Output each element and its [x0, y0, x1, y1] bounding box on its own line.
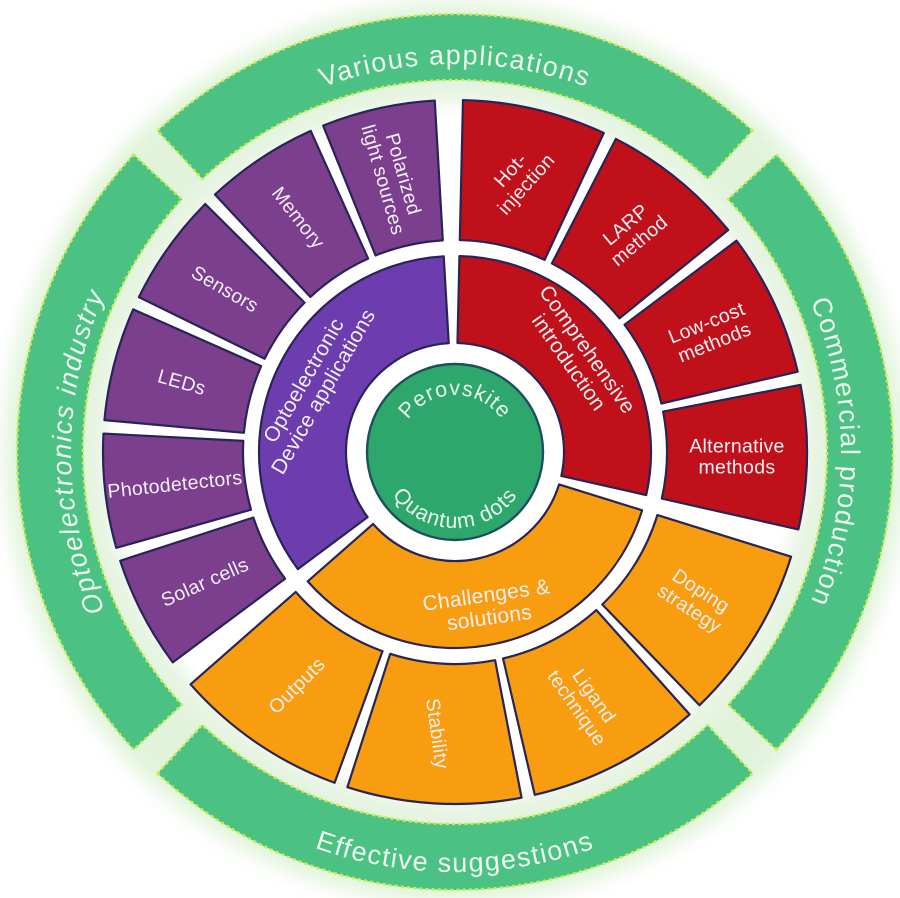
outer-segment-comprehensive-introduction-3: [660, 383, 809, 531]
outer-segment-optoelectronic-device-applications-2: [137, 202, 306, 360]
outer-segment-challenges-and-solutions-1: [346, 652, 523, 806]
outer-segment-optoelectronic-device-applications-1: [213, 129, 370, 299]
outer-segment-optoelectronic-device-applications-0: [322, 99, 444, 257]
outer-ring-arc-right: [726, 153, 895, 751]
inner-segment-challenges-and-solutions: [306, 483, 644, 650]
outer-segment-challenges-and-solutions-3: [601, 513, 793, 707]
outer-segment-comprehensive-introduction-2: [623, 239, 799, 405]
inner-segment-optoelectronic-device-applications: [257, 255, 450, 571]
center-circle: [365, 362, 545, 542]
inner-glow: [89, 86, 821, 818]
outer-segment-optoelectronic-device-applications-4: [101, 432, 253, 549]
outer-segment-comprehensive-introduction-1: [550, 137, 730, 320]
inner-segment-comprehensive-introduction: [456, 254, 653, 497]
outer-segment-challenges-and-solutions-2: [501, 608, 691, 796]
outer-ring-arc-bottom: [156, 723, 754, 892]
outer-segment-challenges-and-solutions-0: [189, 590, 384, 784]
outer-ring-arc-top: [156, 12, 754, 181]
outer-ring-arc-left: [15, 153, 184, 751]
outer-segment-optoelectronic-device-applications-5: [119, 516, 287, 664]
outer-segment-optoelectronic-device-applications-3: [103, 308, 263, 434]
outer-segment-comprehensive-introduction-0: [458, 98, 605, 261]
